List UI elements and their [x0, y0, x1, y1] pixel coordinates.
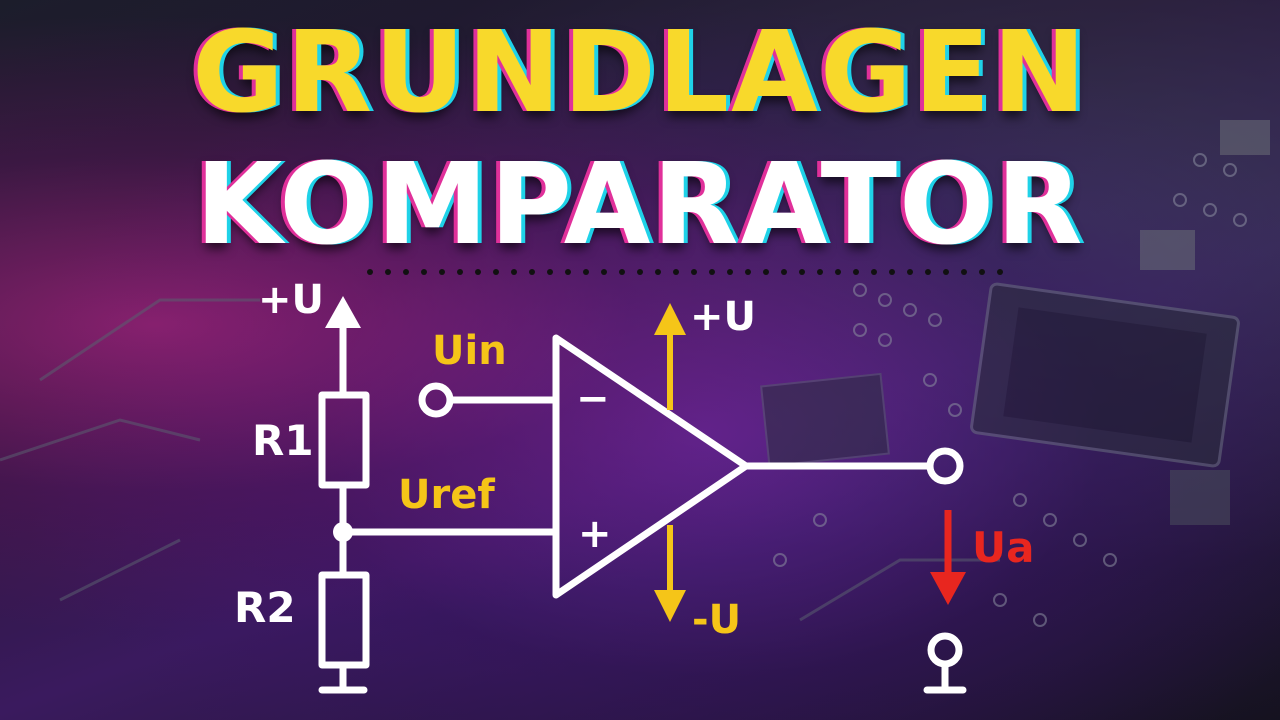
opamp-minus-symbol: − [576, 376, 610, 422]
supply-arrow-icon [325, 296, 361, 328]
opamp-plus-symbol: + [578, 511, 612, 557]
supply-top-label: +U [258, 277, 324, 323]
reference-label: Uref [398, 472, 495, 518]
opamp-triangle [552, 334, 750, 599]
opamp-supply-arrows [654, 303, 686, 622]
output-ground-terminal [927, 632, 963, 668]
opamp-positive-supply-label: +U [690, 294, 756, 340]
background-pcb-decoration [0, 120, 1270, 627]
title-line-2: KOMPARATOR [195, 140, 1085, 270]
output-voltage-arrow-icon [930, 572, 966, 605]
dotted-separator [367, 269, 1003, 275]
negative-supply-arrow-icon [654, 590, 686, 622]
positive-supply-arrow-icon [654, 303, 686, 335]
title-line-1: GRUNDLAGEN [191, 8, 1089, 138]
input-terminal [418, 382, 454, 418]
resistor1-label: R1 [252, 416, 314, 465]
output-terminal [926, 447, 964, 485]
comparator-circuit [318, 296, 967, 694]
output-voltage-label: Ua [972, 523, 1034, 572]
opamp-negative-supply-label: -U [692, 597, 741, 643]
output-voltage-arrow [930, 510, 966, 605]
resistor-r2 [318, 571, 370, 669]
input-label: Uin [432, 328, 507, 374]
resistor-r1 [318, 391, 370, 489]
resistor2-label: R2 [234, 583, 296, 632]
